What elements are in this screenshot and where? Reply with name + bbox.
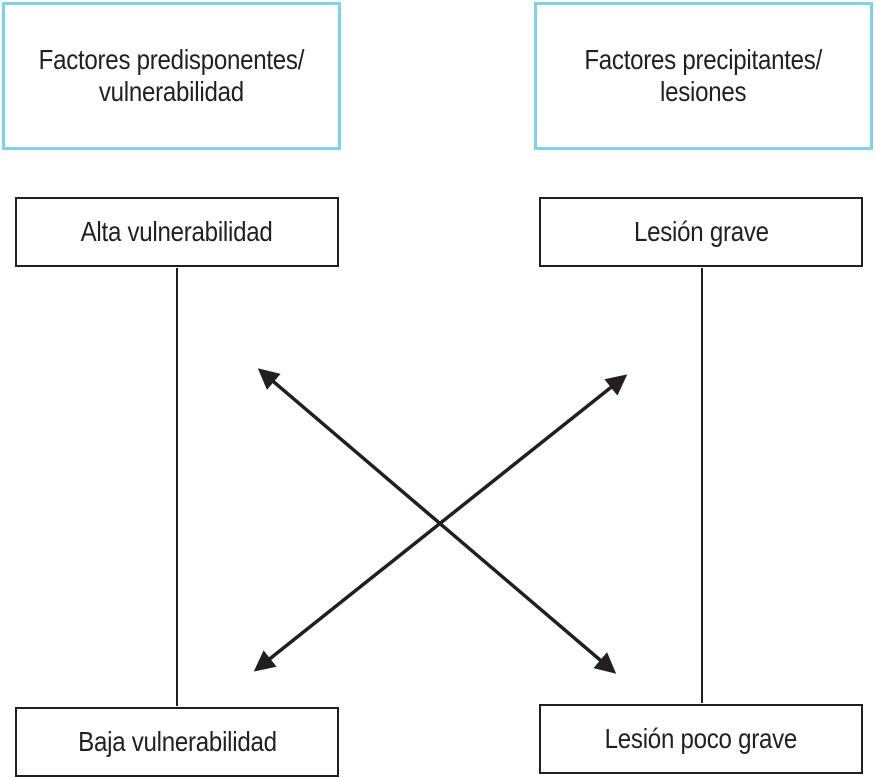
- header-predisposing-line2: vulnerabilidad: [98, 76, 244, 107]
- node-low-vulnerability: Baja vulnerabilidad: [15, 707, 339, 777]
- node-minor-injury: Lesión poco grave: [539, 704, 863, 774]
- node-high-vulnerability: Alta vulnerabilidad: [15, 197, 339, 267]
- header-precipitating-line2: lesiones: [660, 76, 747, 107]
- double-arrow-low-vulnerability-to-severe-injury: [253, 374, 628, 672]
- header-precipitating-label: Factores precipitantes/ lesiones: [585, 44, 823, 108]
- header-predisposing-factors: Factores predisponentes/ vulnerabilidad: [2, 2, 341, 150]
- node-high-vulnerability-label: Alta vulnerabilidad: [81, 216, 273, 247]
- node-low-vulnerability-label: Baja vulnerabilidad: [77, 726, 277, 757]
- header-precipitating-factors: Factores precipitantes/ lesiones: [534, 2, 873, 150]
- header-predisposing-label: Factores predisponentes/ vulnerabilidad: [39, 44, 305, 108]
- header-precipitating-line1: Factores precipitantes/: [584, 44, 823, 75]
- node-severe-injury-label: Lesión grave: [633, 216, 769, 247]
- header-predisposing-line1: Factores predisponentes/: [38, 44, 305, 75]
- node-severe-injury: Lesión grave: [539, 197, 863, 267]
- node-minor-injury-label: Lesión poco grave: [604, 723, 798, 754]
